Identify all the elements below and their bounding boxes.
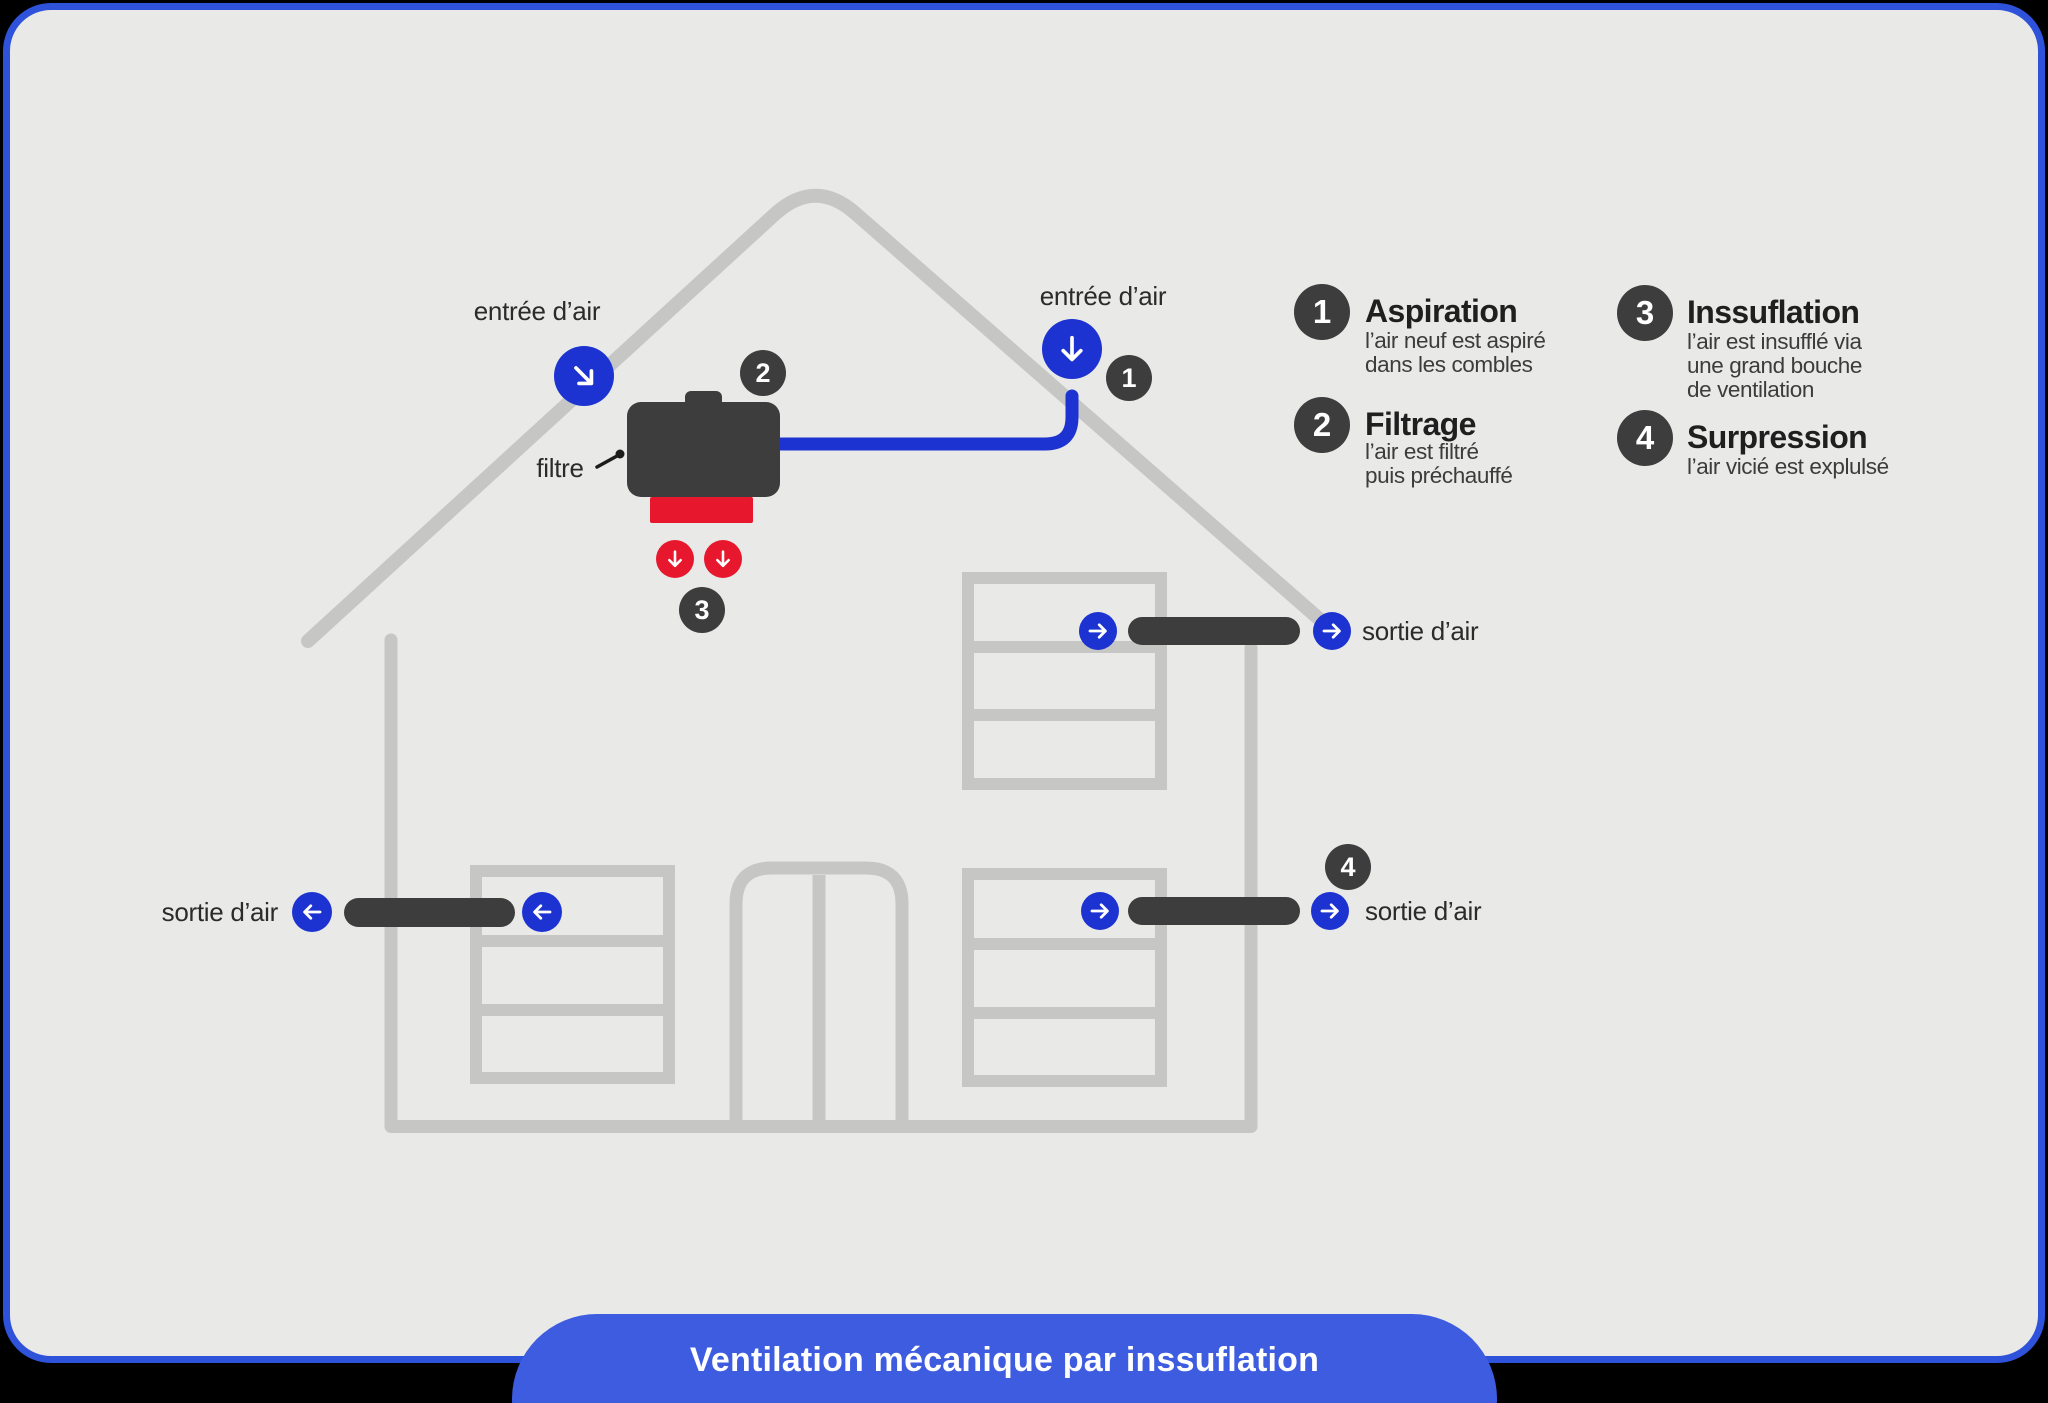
- arrow-down-icon: [1061, 335, 1083, 362]
- air-duct-lower-right: [1128, 897, 1300, 925]
- arrow-right-icon: [1090, 903, 1109, 919]
- arrow-down-right-icon: [574, 366, 594, 386]
- arrow-right-icon: [1088, 623, 1107, 639]
- arrow-left-icon: [303, 904, 322, 920]
- legend-desc-line: dans les combles: [1365, 352, 1533, 377]
- air-outlet-lower-left-label: sortie d’air: [161, 897, 279, 927]
- legend-desc-line: l’air vicié est explulsé: [1687, 454, 1889, 479]
- air-outlet-marker: [1079, 612, 1117, 650]
- window-lower-left: [470, 865, 675, 1084]
- legend-number: 4: [1635, 419, 1655, 456]
- supply-pipe: [774, 389, 1079, 451]
- step-number: 4: [1340, 851, 1356, 882]
- filter-pointer-line: [595, 454, 619, 469]
- infographic-card: [3, 3, 2045, 1363]
- insufflation-marker-1: [656, 540, 694, 578]
- legend-desc-aspiration: l’air neuf est aspiré dans les combles: [1365, 328, 1546, 377]
- legend-badge-2: 2: [1294, 397, 1350, 453]
- step-number: 2: [755, 357, 771, 388]
- air-outlet-lower-right-label: sortie d’air: [1365, 896, 1482, 926]
- window-upper-right: [962, 572, 1167, 790]
- legend-title-surpression: Surpression: [1687, 419, 1868, 455]
- step-badge-3: 3: [679, 587, 725, 633]
- legend-title-inssuflation: Inssuflation: [1687, 294, 1860, 330]
- air-outlet-marker: [1313, 612, 1351, 650]
- legend-desc-line: l’air neuf est aspiré: [1365, 328, 1546, 353]
- step-number: 3: [694, 594, 710, 625]
- air-inlet-left-label: entrée d’air: [473, 296, 601, 326]
- insufflation-marker-2: [704, 540, 742, 578]
- air-outlet-marker: [292, 892, 332, 932]
- legend-desc-inssuflation: l’air est insufflé via une grand bouche …: [1687, 330, 1862, 402]
- legend-desc-filtrage: l’air est filtré puis préchauffé: [1365, 439, 1513, 488]
- step-badge-2: 2: [740, 350, 786, 396]
- roof-outline: [301, 188, 1340, 648]
- walls-outline: [384, 633, 1258, 1133]
- filter-pointer-dot: [615, 449, 625, 459]
- air-duct-upper-right: [1128, 617, 1300, 645]
- legend-number: 2: [1312, 406, 1332, 443]
- legend-number: 1: [1312, 293, 1332, 330]
- title-banner: Ventilation mécanique par inssuflation: [512, 1314, 1497, 1403]
- step-badge-4: 4: [1325, 844, 1371, 890]
- air-inlet-right-label: entrée d’air: [1039, 281, 1167, 311]
- arrow-down-icon: [668, 550, 682, 568]
- legend-badge-4: 4: [1617, 410, 1673, 466]
- legend-desc-line: l’air est insufflé via: [1687, 329, 1862, 354]
- arrow-down-icon: [716, 550, 730, 568]
- arrow-left-icon: [533, 904, 552, 920]
- door: [729, 861, 909, 1126]
- legend-desc-surpression: l’air vicié est explulsé: [1687, 455, 1889, 479]
- arrow-right-icon: [1322, 623, 1341, 639]
- legend-title-aspiration: Aspiration: [1365, 293, 1518, 329]
- page-title: Ventilation mécanique par inssuflation: [689, 1341, 1320, 1379]
- legend-desc-line: une grand bouche: [1687, 353, 1863, 378]
- air-outlet-marker: [522, 892, 562, 932]
- filter-unit: [627, 391, 780, 497]
- air-inlet-marker-left: [554, 346, 614, 406]
- legend-desc-line: l’air est filtré: [1365, 439, 1479, 464]
- air-outlet-marker: [1311, 892, 1349, 930]
- legend-badge-3: 3: [1617, 285, 1673, 341]
- legend-desc-line: de ventilation: [1687, 377, 1814, 402]
- air-duct-lower-left: [344, 898, 515, 927]
- legend-badge-1: 1: [1294, 284, 1350, 340]
- legend-number: 3: [1635, 294, 1655, 331]
- window-lower-right: [962, 868, 1167, 1087]
- step-number: 1: [1121, 362, 1137, 393]
- filter-outlet-plate: [650, 497, 753, 523]
- air-outlet-marker: [1081, 892, 1119, 930]
- filter-label: filtre: [536, 453, 584, 483]
- air-inlet-marker-right: [1042, 319, 1102, 379]
- legend-desc-line: puis préchauffé: [1365, 463, 1513, 488]
- step-badge-1: 1: [1106, 355, 1152, 401]
- arrow-right-icon: [1320, 903, 1339, 919]
- air-outlet-upper-right-label: sortie d’air: [1362, 616, 1479, 646]
- legend-title-filtrage: Filtrage: [1365, 406, 1476, 442]
